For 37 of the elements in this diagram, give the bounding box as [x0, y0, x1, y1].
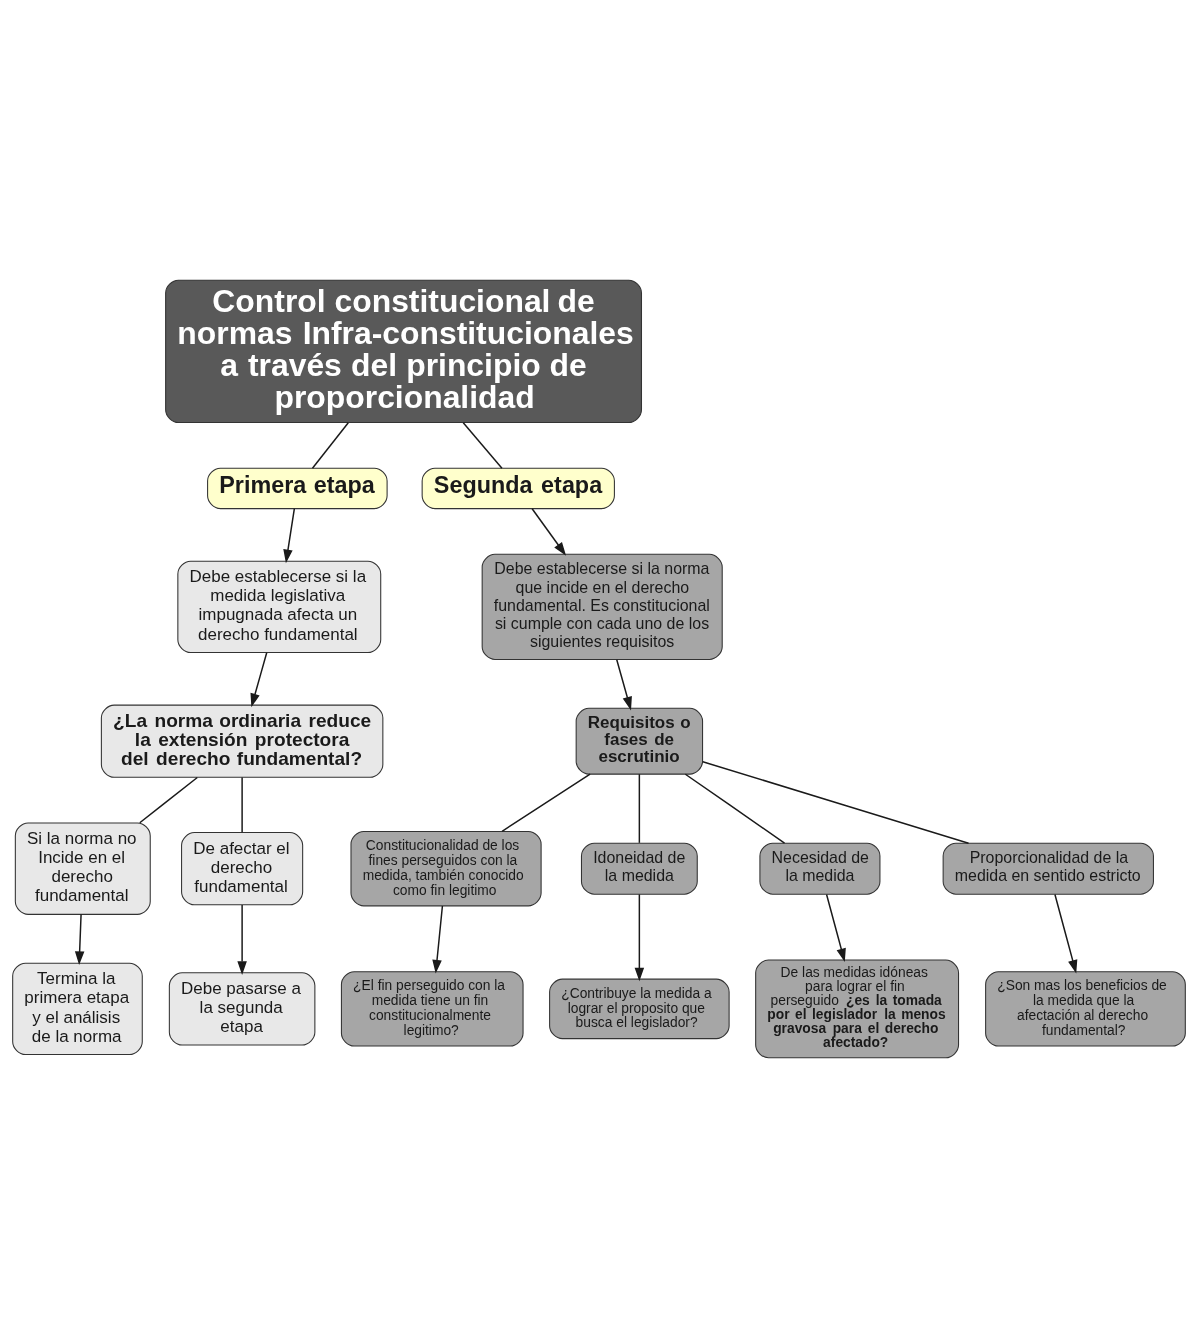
node-box: De afectar el derecho fundamental	[181, 832, 304, 906]
arrow	[531, 507, 567, 556]
connector	[139, 776, 199, 824]
node-box: De las medidas idóneas para lograr el fin perseguido ¿es la tomada por el legislador la menos gravosa para el derecho afectado?	[755, 959, 960, 1059]
connector	[702, 761, 970, 844]
node-box: Termina la primera etapa y el análisis de la norma	[12, 962, 143, 1056]
arrow	[74, 913, 85, 965]
node-box: ¿El fin perseguido con la medida tiene un fin constitucionalmente legitimo?	[340, 971, 524, 1047]
node-box: ¿Contribuye la medida a lograr el proposito que busca el legislador?	[549, 978, 730, 1040]
node-box: Debe establecerse si la medida legislativa impugnada afecta un derecho fundamental	[177, 560, 382, 654]
connector	[241, 776, 243, 833]
connector	[501, 773, 591, 833]
arrow	[634, 893, 645, 982]
node-box: Necesidad de la medida	[759, 842, 881, 895]
node-box: Idoneidad de la medida	[580, 842, 698, 895]
connector	[638, 773, 641, 844]
node-box: Primera etapa	[207, 467, 388, 510]
node-box: Requisitos o fases de escrutinio	[575, 707, 704, 775]
connector	[684, 773, 786, 844]
arrow	[237, 904, 247, 975]
node-box: Debe establecerse si la norma que incide en el derecho fundamental. Es constitucional si cumple con cada uno de los siguientes requisitos	[481, 553, 723, 660]
arrow	[432, 905, 444, 974]
arrow	[250, 651, 268, 708]
connector	[462, 421, 503, 469]
arrow	[1054, 893, 1078, 974]
arrow	[616, 659, 632, 711]
arrow	[283, 507, 296, 564]
node-box: Constitucionalidad de los fines perseguidos con la medida, también conocido como fin legitimo	[350, 831, 542, 907]
node-box: ¿Son mas los beneficios de la medida que la afectación al derecho fundamental?	[985, 971, 1186, 1047]
connector	[311, 421, 350, 469]
node-box: Si la norma no Incide en el derecho fundamental	[14, 822, 151, 915]
node-box: Control constitucional de normas Infra-constitucionales a través del principio de proporcionalidad	[165, 279, 642, 424]
node-box: Debe pasarse a la segunda etapa	[168, 972, 316, 1046]
node-box: Segunda etapa	[421, 467, 615, 510]
node-box: ¿La norma ordinaria reduce la extensión protectora del derecho fundamental?	[100, 704, 384, 778]
node-box: Proporcionalidad de la medida en sentido estricto	[942, 842, 1154, 895]
arrow	[825, 893, 846, 963]
